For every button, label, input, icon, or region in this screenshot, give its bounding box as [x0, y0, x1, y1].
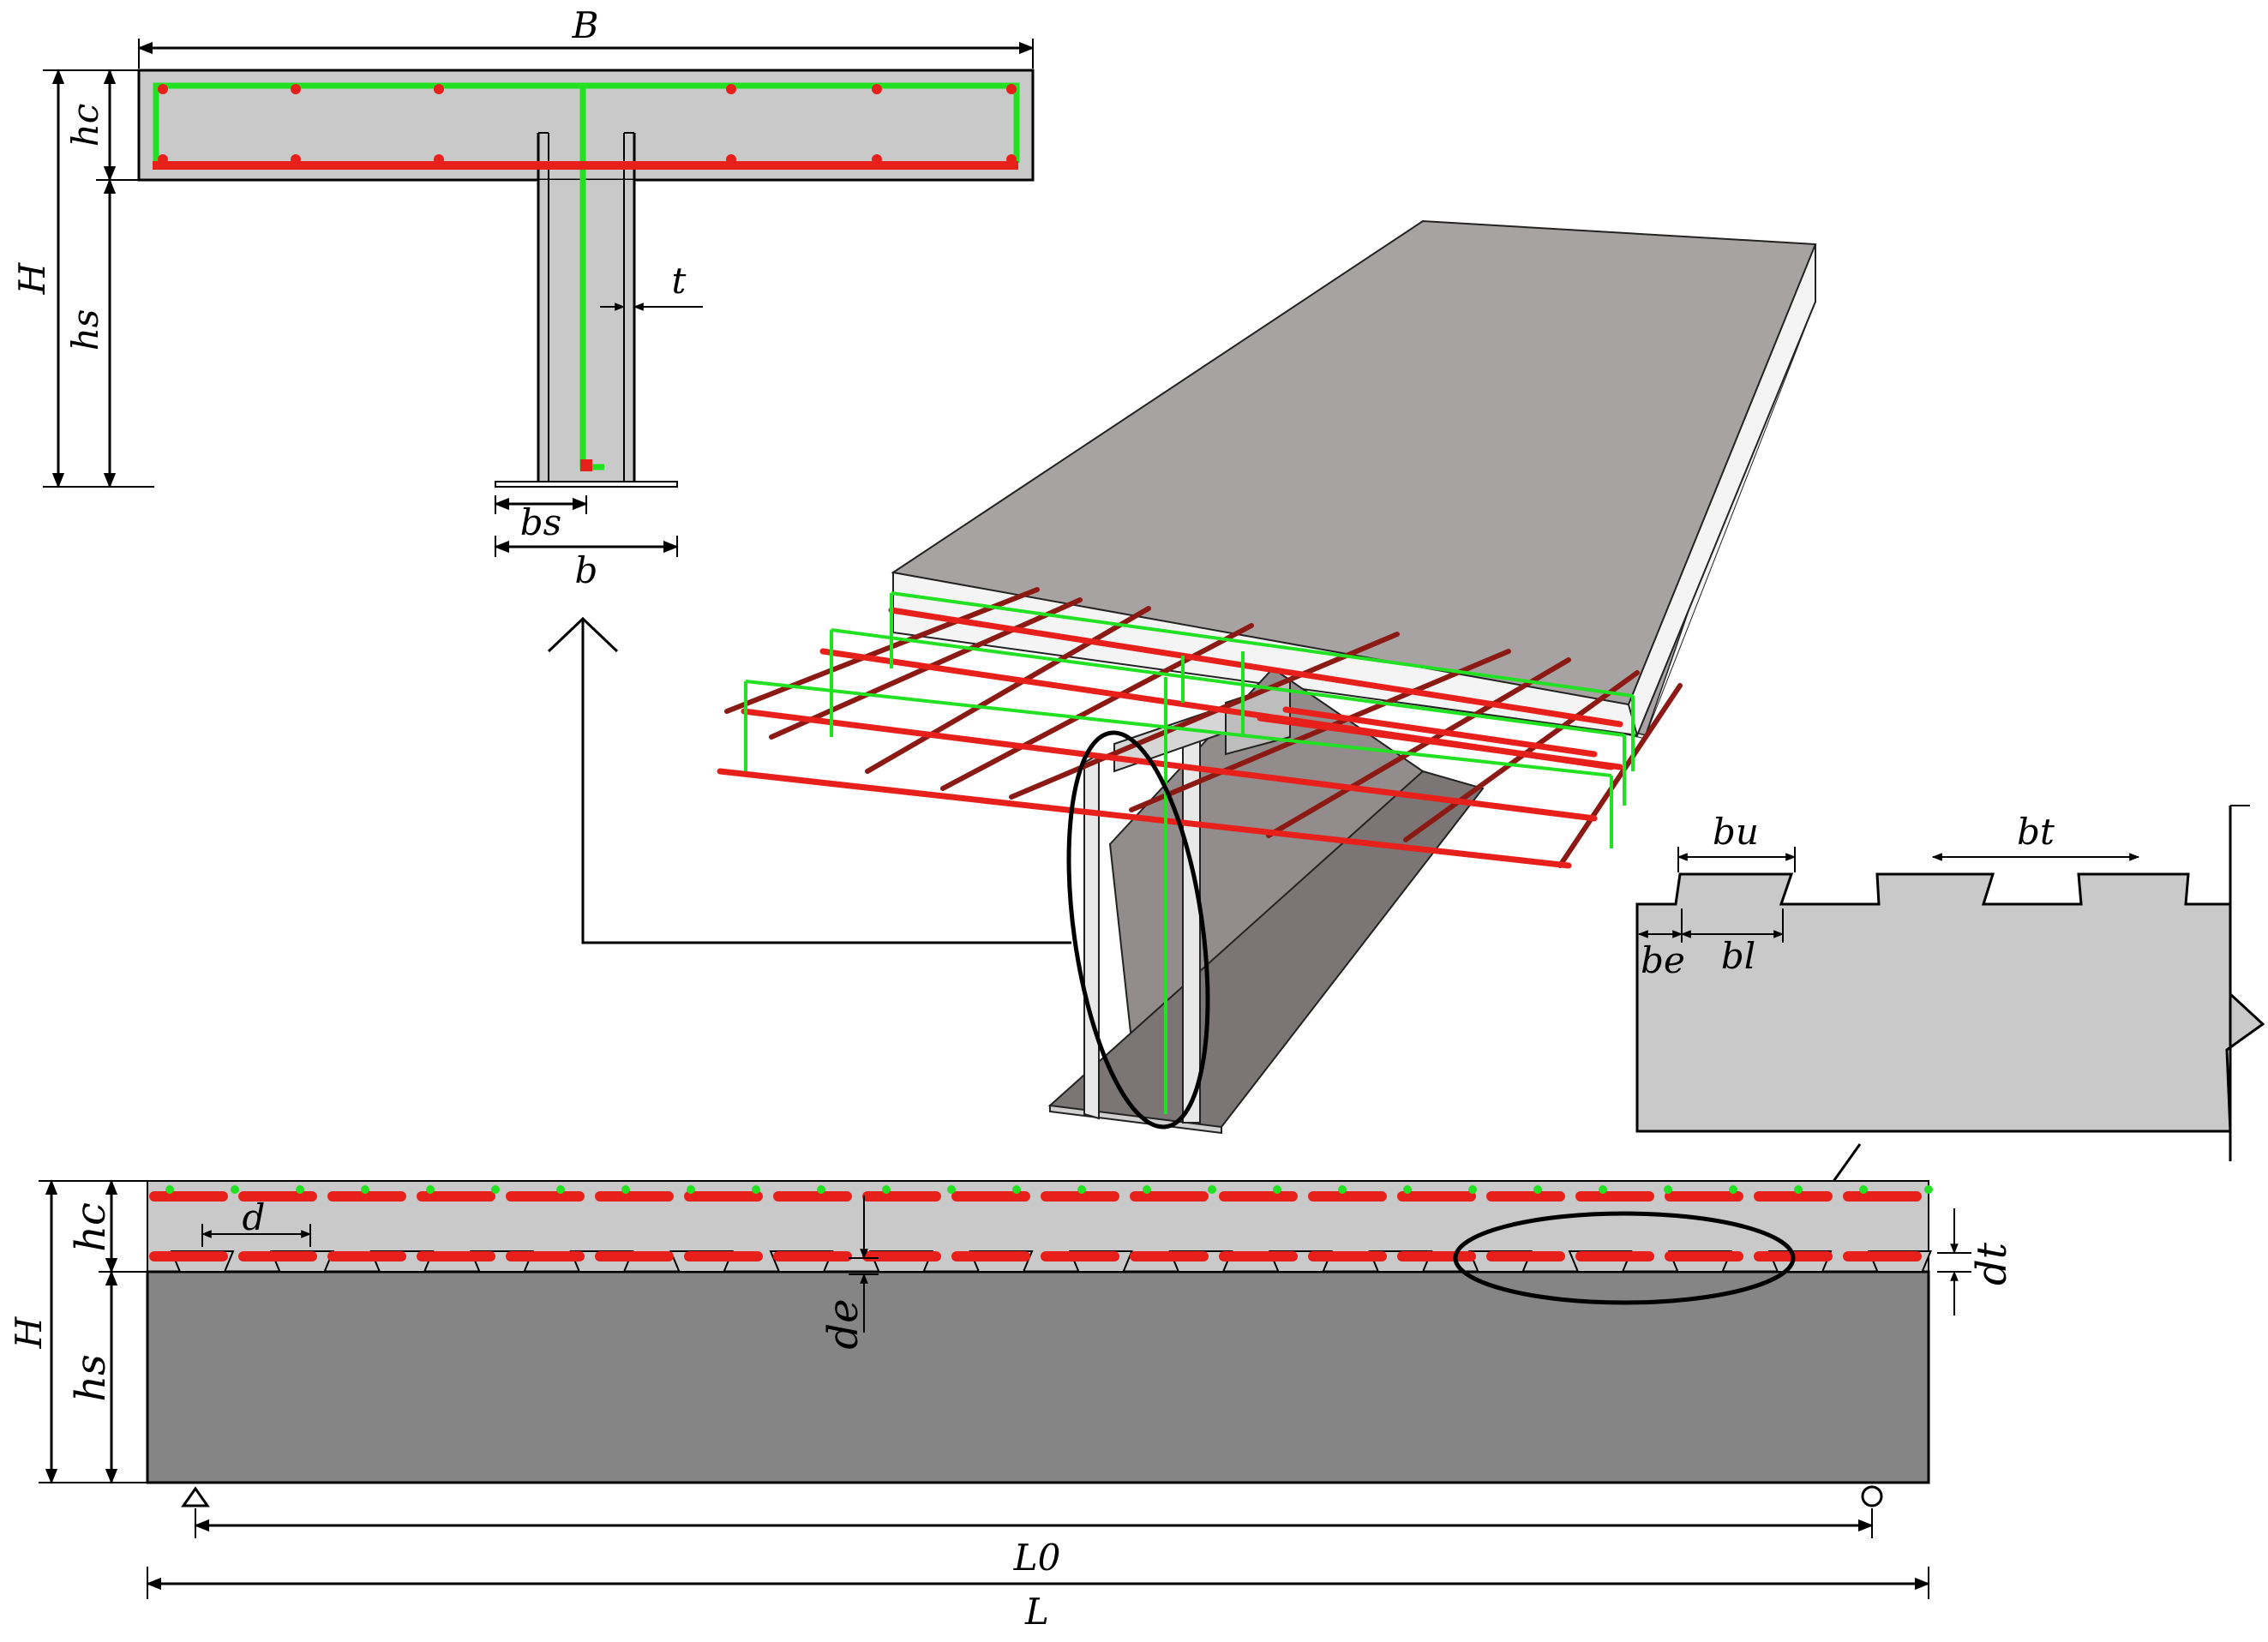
label-dt: dt	[1968, 1242, 2016, 1285]
stirrup-dot	[165, 1185, 174, 1194]
label-H-elevation: H	[8, 1315, 50, 1349]
stirrup-dot	[1729, 1185, 1737, 1194]
stirrup-dot	[1794, 1185, 1803, 1194]
label-L: L	[1024, 1591, 1049, 1633]
stirrup-dot	[1599, 1185, 1607, 1194]
stirrup-dot	[1924, 1185, 1933, 1194]
stirrup-dot	[1533, 1185, 1542, 1194]
stirrup-dot	[1077, 1185, 1086, 1194]
elevation-view: H hc hs d de dt L0 L	[8, 1179, 2016, 1633]
detail-concrete-body	[1635, 872, 2265, 1133]
label-hs: hs	[64, 309, 106, 351]
isometric-view	[717, 219, 1817, 1135]
stirrup-dot	[491, 1185, 500, 1194]
steel-rib-right	[1182, 735, 1201, 1124]
stirrup-dot	[1468, 1185, 1477, 1194]
label-t: t	[672, 260, 687, 302]
label-B: B	[572, 4, 599, 46]
stirrup-dot	[817, 1185, 825, 1194]
label-b: b	[575, 549, 598, 591]
callout-arrow	[547, 616, 1071, 944]
label-hs-elevation: hs	[67, 1354, 115, 1402]
stirrup-dot	[556, 1185, 565, 1194]
stirrup-dot	[361, 1185, 369, 1194]
elevation-stirrup-dots	[165, 1185, 1933, 1194]
shear-connector-callout	[1066, 730, 1210, 1130]
stirrup-dot	[296, 1185, 304, 1194]
stirrup-dot	[1664, 1185, 1672, 1194]
stirrup-dot	[1012, 1185, 1021, 1194]
cross-section-base-plate	[495, 481, 678, 488]
stirrup-dot	[621, 1185, 630, 1194]
stirrup-dot	[231, 1185, 239, 1194]
connector-detail-view: bu bt be bl	[1635, 805, 2265, 1243]
cross-section-stirrup	[153, 82, 1020, 163]
label-be: be	[1641, 939, 1685, 981]
rebar-cage-stirrups	[744, 591, 1635, 1114]
stirrup-dot	[947, 1185, 956, 1194]
stirrup-dot	[752, 1185, 760, 1194]
steel-rib-left	[1083, 752, 1100, 1120]
label-de: de	[819, 1298, 867, 1349]
stirrup-dot	[687, 1185, 695, 1194]
cross-section-view: B H hc hs t bs b	[11, 4, 1035, 591]
label-bs: bs	[520, 501, 561, 543]
cross-section-web	[538, 180, 634, 482]
rebar-cage-longitudinal	[717, 607, 1623, 869]
label-bl: bl	[1721, 935, 1755, 977]
stirrup-dot	[1403, 1185, 1412, 1194]
pin-support	[181, 1486, 210, 1507]
label-hc-elevation: hc	[67, 1202, 115, 1252]
elevation-detail-callout	[1453, 1211, 1796, 1305]
roller-support	[1861, 1485, 1883, 1507]
label-bt: bt	[2017, 811, 2055, 853]
stirrup-dot	[1208, 1185, 1216, 1194]
label-H: H	[11, 261, 53, 295]
cross-section-rebar-dots	[158, 84, 1017, 471]
stirrup-dot	[426, 1185, 435, 1194]
stirrup-dot	[1143, 1185, 1151, 1194]
stirrup-dot	[1273, 1185, 1281, 1194]
label-hc: hc	[64, 104, 106, 147]
elevation-steel-beam	[146, 1270, 1930, 1484]
stirrup-dot	[882, 1185, 891, 1194]
stirrup-dot	[1859, 1185, 1868, 1194]
label-d: d	[243, 1196, 266, 1238]
label-L0: L0	[1013, 1537, 1061, 1579]
label-bu: bu	[1713, 811, 1759, 853]
stirrup-dot	[1338, 1185, 1347, 1194]
